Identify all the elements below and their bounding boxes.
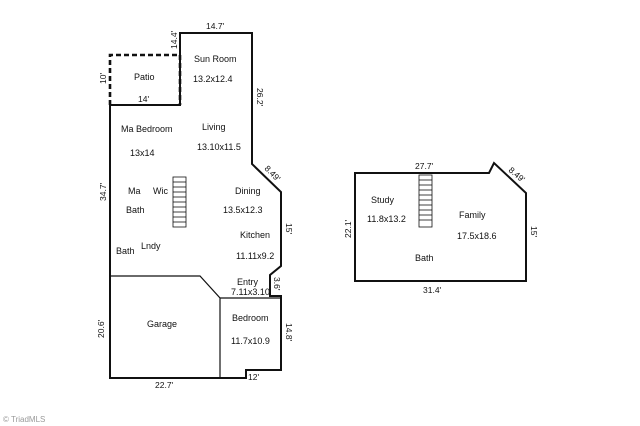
dim-sun-left: 14.4' bbox=[169, 30, 179, 49]
room-size-kitchen: 11.11x9.2 bbox=[236, 251, 274, 261]
room-label-bedroom: Bedroom bbox=[232, 313, 269, 323]
watermark: © TriadMLS bbox=[3, 415, 45, 424]
dim-entry-step: 3.6' bbox=[272, 277, 282, 291]
stairs-icon bbox=[418, 174, 433, 228]
room-label-wic: Wic bbox=[153, 186, 168, 196]
left-plan bbox=[108, 32, 282, 379]
dim-right-diagonal: 8.49' bbox=[507, 165, 528, 185]
dim-garage-bottom: 22.7' bbox=[155, 380, 174, 390]
right-stairs bbox=[418, 174, 433, 228]
dim-bedroom-bottom: 12' bbox=[248, 372, 259, 382]
dim-top: 14.7' bbox=[206, 21, 225, 31]
room-label-living: Living bbox=[202, 122, 226, 132]
dim-patio-bottom: 14' bbox=[138, 94, 149, 104]
left-plan-outline bbox=[109, 32, 282, 379]
room-size-family: 17.5x18.6 bbox=[457, 231, 497, 241]
room-label-study: Study bbox=[371, 195, 395, 205]
room-label-entry: Entry bbox=[237, 277, 259, 287]
room-label-laundry: Lndy bbox=[141, 241, 161, 251]
room-size-dining: 13.5x12.3 bbox=[223, 205, 263, 215]
right-plan-outline bbox=[354, 161, 527, 282]
room-size-study: 11.8x13.2 bbox=[367, 214, 406, 224]
room-size-bedroom: 11.7x10.9 bbox=[231, 336, 270, 346]
dim-patio-left: 10' bbox=[98, 73, 108, 84]
dim-right-upper: 26.2' bbox=[255, 88, 265, 107]
room-label-ma: Ma bbox=[128, 186, 141, 196]
room-label-garage: Garage bbox=[147, 319, 177, 329]
room-label-bath: Bath bbox=[116, 246, 135, 256]
room-label-dining: Dining bbox=[235, 186, 261, 196]
right-plan bbox=[354, 161, 527, 282]
dim-bedroom-right: 14.8' bbox=[284, 323, 294, 342]
room-label-bath-upper: Bath bbox=[415, 253, 434, 263]
room-label-patio: Patio bbox=[134, 72, 155, 82]
room-label-family: Family bbox=[459, 210, 486, 220]
dim-left-main: 34.7' bbox=[98, 182, 108, 201]
dim-diagonal: 8.49' bbox=[263, 163, 283, 183]
room-size-living: 13.10x11.5 bbox=[197, 142, 241, 152]
room-label-ma-bath: Bath bbox=[126, 205, 145, 215]
dim-right-left: 22.1' bbox=[343, 219, 353, 238]
garage-wall bbox=[110, 275, 221, 378]
room-label-ma-bedroom: Ma Bedroom bbox=[121, 124, 173, 134]
left-stairs bbox=[172, 176, 187, 228]
dim-right-bottom: 31.4' bbox=[423, 285, 442, 295]
patio-outline bbox=[108, 53, 182, 105]
room-label-sun-room: Sun Room bbox=[194, 54, 237, 64]
room-size-sun-room: 13.2x12.4 bbox=[193, 74, 233, 84]
room-size-entry: 7.11x3.10 bbox=[231, 287, 270, 297]
dim-right-top: 27.7' bbox=[415, 161, 434, 171]
room-label-kitchen: Kitchen bbox=[240, 230, 270, 240]
dim-right-right: 15' bbox=[529, 226, 539, 237]
room-size-ma-bedroom: 13x14 bbox=[130, 148, 155, 158]
dim-garage-left: 20.6' bbox=[96, 319, 106, 338]
dim-right-mid: 15' bbox=[284, 223, 294, 234]
